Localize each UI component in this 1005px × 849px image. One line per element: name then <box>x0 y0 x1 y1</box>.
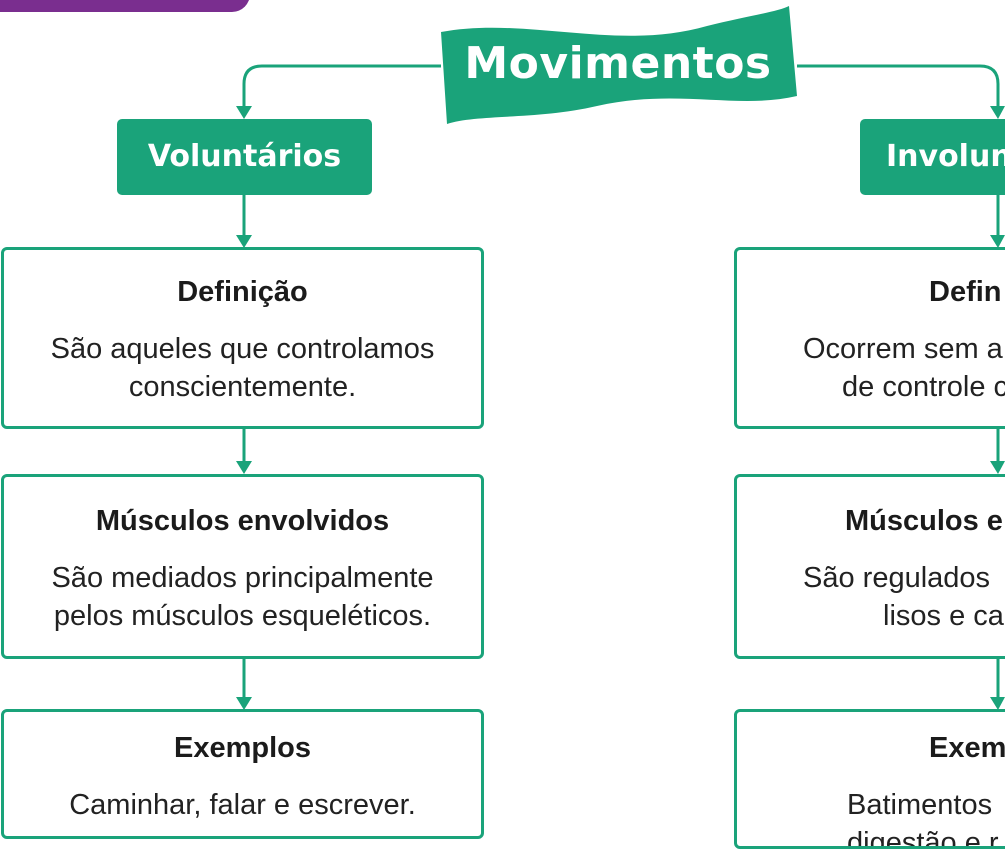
connector-title-to-involuntarios <box>797 64 1000 108</box>
arrowhead <box>236 461 252 474</box>
banner-shape <box>441 6 797 124</box>
box-text-line: conscientemente. <box>128 371 357 403</box>
box-text-line: Batimentos <box>847 789 993 821</box>
box-title: Defin <box>929 276 1002 308</box>
box-definicao-voluntarios: Definição São aqueles que controlamos co… <box>1 247 484 429</box>
purple-header-tab <box>0 0 250 12</box>
arrowhead <box>990 697 1005 710</box>
box-title: Definição <box>177 276 308 308</box>
arrowhead <box>236 697 252 710</box>
box-exemplos-voluntarios: Exemplos Caminhar, falar e escrever. <box>1 709 484 839</box>
box-title: Exemplos <box>174 732 311 764</box>
connector-title-to-voluntarios <box>242 64 441 108</box>
category-voluntarios: Voluntários <box>117 119 372 195</box>
box-musculos-voluntarios: Músculos envolvidos São mediados princip… <box>1 474 484 659</box>
box-text-line: lisos e ca <box>883 600 1004 632</box>
arrowhead <box>236 235 252 248</box>
diagram-title: Movimentos <box>464 38 772 89</box>
box-text-line: Caminhar, falar e escrever. <box>69 789 416 821</box>
box-text-line: pelos músculos esqueléticos. <box>53 600 432 632</box>
box-title: Músculos envolvidos <box>95 505 390 537</box>
title-banner: Movimentos <box>437 4 799 130</box>
arrowhead <box>236 106 252 119</box>
arrowhead <box>990 106 1005 119</box>
box-text-line: de controle c <box>842 371 1005 403</box>
category-involuntarios: Involun <box>860 119 1005 195</box>
box-text-line: digestão e r <box>847 827 999 849</box>
box-title: Exem <box>929 732 1005 764</box>
arrowhead <box>990 461 1005 474</box>
box-text-line: São aqueles que controlamos <box>50 333 435 365</box>
box-text-line: São mediados principalmente <box>51 562 434 594</box>
box-exemplos-involuntarios: Exem Batimentos digestão e r <box>734 709 1005 849</box>
arrowhead <box>990 235 1005 248</box>
box-text-line: Ocorrem sem a <box>803 333 1003 365</box>
box-musculos-involuntarios: Músculos e São regulados lisos e ca <box>734 474 1005 659</box>
box-text-line: São regulados <box>803 562 991 594</box>
box-definicao-involuntarios: Defin Ocorrem sem a de controle c <box>734 247 1005 429</box>
box-title: Músculos e <box>845 505 1003 537</box>
